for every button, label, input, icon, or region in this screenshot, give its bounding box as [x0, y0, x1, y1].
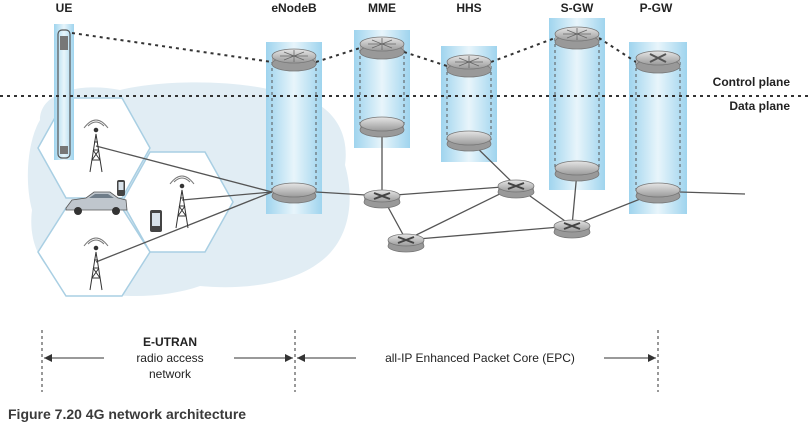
enodeb-control-router — [271, 48, 317, 72]
header-enodeb: eNodeB — [271, 1, 317, 15]
epc-router-1 — [363, 189, 401, 209]
eutran-title: E-UTRAN — [143, 335, 197, 349]
header-hhs: HHS — [456, 1, 481, 15]
eutran-subtitle-1: radio access — [136, 351, 203, 365]
pgw-control-router — [635, 50, 681, 74]
epc-router-2 — [497, 179, 535, 199]
data-plane-links — [95, 126, 746, 263]
header-sgw: S-GW — [561, 1, 594, 15]
enodeb-data-node — [271, 182, 317, 204]
epc-router-4 — [553, 219, 591, 239]
hhs-data-node — [446, 130, 492, 152]
node-disks — [271, 26, 681, 253]
eutran-subtitle-2: network — [149, 367, 192, 381]
cell-tower-icon-top — [83, 119, 109, 173]
header-mme: MME — [368, 1, 396, 15]
cell-tower-icon-right — [169, 175, 195, 229]
epc-label: all-IP Enhanced Packet Core (EPC) — [385, 351, 575, 365]
hhs-control-router — [446, 54, 492, 78]
phone-icon-right-cell — [150, 210, 162, 232]
mme-data-node — [359, 116, 405, 138]
figure-caption: Figure 7.20 4G network architecture — [8, 406, 247, 422]
cell-tower-icon-bottom — [83, 237, 109, 291]
header-ue: UE — [56, 1, 73, 15]
control-plane-links — [71, 32, 637, 67]
data-plane-label: Data plane — [729, 99, 790, 113]
sgw-control-router — [554, 26, 600, 50]
pgw-data-node — [635, 182, 681, 204]
phone-icon-near-car — [117, 180, 125, 196]
epc-router-3 — [387, 233, 425, 253]
header-pgw: P-GW — [640, 1, 673, 15]
cell-tower-icons — [83, 119, 195, 291]
ue-column — [54, 24, 74, 160]
section-markers — [41, 330, 659, 392]
mme-control-router — [359, 36, 405, 60]
car-icon — [65, 191, 128, 215]
sgw-data-node — [554, 160, 600, 182]
control-plane-label: Control plane — [713, 75, 791, 89]
